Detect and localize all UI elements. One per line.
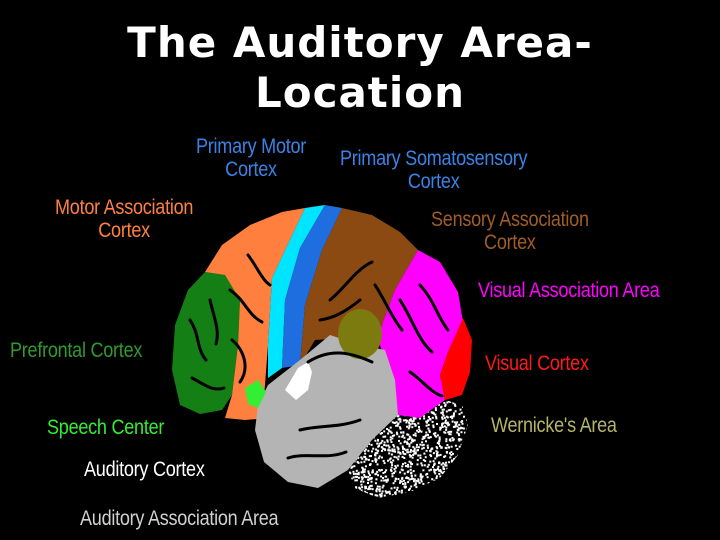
label-speech-center: Speech Center <box>47 416 165 439</box>
label-motor-association-line1: Motor Association <box>55 196 194 219</box>
olive-spot <box>338 309 382 359</box>
title-line-1: The Auditory Area- <box>127 18 593 67</box>
label-auditory-association: Auditory Association Area <box>80 507 279 530</box>
label-primary-motor-line2: Cortex <box>225 158 277 181</box>
brain-folds <box>188 253 450 460</box>
label-visual-cortex: Visual Cortex <box>485 352 589 375</box>
title-line-2: Location <box>254 68 466 117</box>
sensory-association-region <box>300 208 418 365</box>
primary-motor-region <box>268 205 325 378</box>
visual-cortex-region <box>440 318 472 400</box>
label-sensory-association-line2: Cortex <box>484 231 536 254</box>
prefrontal-region <box>172 272 240 414</box>
label-motor-association-line2: Cortex <box>98 219 150 242</box>
label-primary-motor: Primary Motor Cortex <box>196 135 306 181</box>
label-primary-somatosensory-line2: Cortex <box>407 170 460 193</box>
label-primary-somatosensory: Primary Somatosensory Cortex <box>340 147 528 193</box>
label-motor-association: Motor Association Cortex <box>55 196 193 242</box>
primary-somatosensory-region <box>282 205 342 368</box>
label-wernicke: Wernicke's Area <box>491 414 617 437</box>
label-sensory-association: Sensory Association Cortex <box>431 208 589 254</box>
label-primary-motor-line1: Primary Motor <box>196 135 307 158</box>
label-prefrontal: Prefrontal Cortex <box>10 339 143 362</box>
label-sensory-association-line1: Sensory Association <box>431 208 589 231</box>
page-title: The Auditory Area- Location <box>0 18 720 118</box>
speech-center-region <box>245 380 266 408</box>
label-primary-somatosensory-line1: Primary Somatosensory <box>340 147 528 170</box>
temporal-lobe-region <box>255 335 398 488</box>
label-auditory-cortex: Auditory Cortex <box>84 458 205 481</box>
auditory-cortex-region <box>285 362 312 400</box>
motor-association-region <box>205 208 305 420</box>
label-visual-association: Visual Association Area <box>478 279 660 302</box>
